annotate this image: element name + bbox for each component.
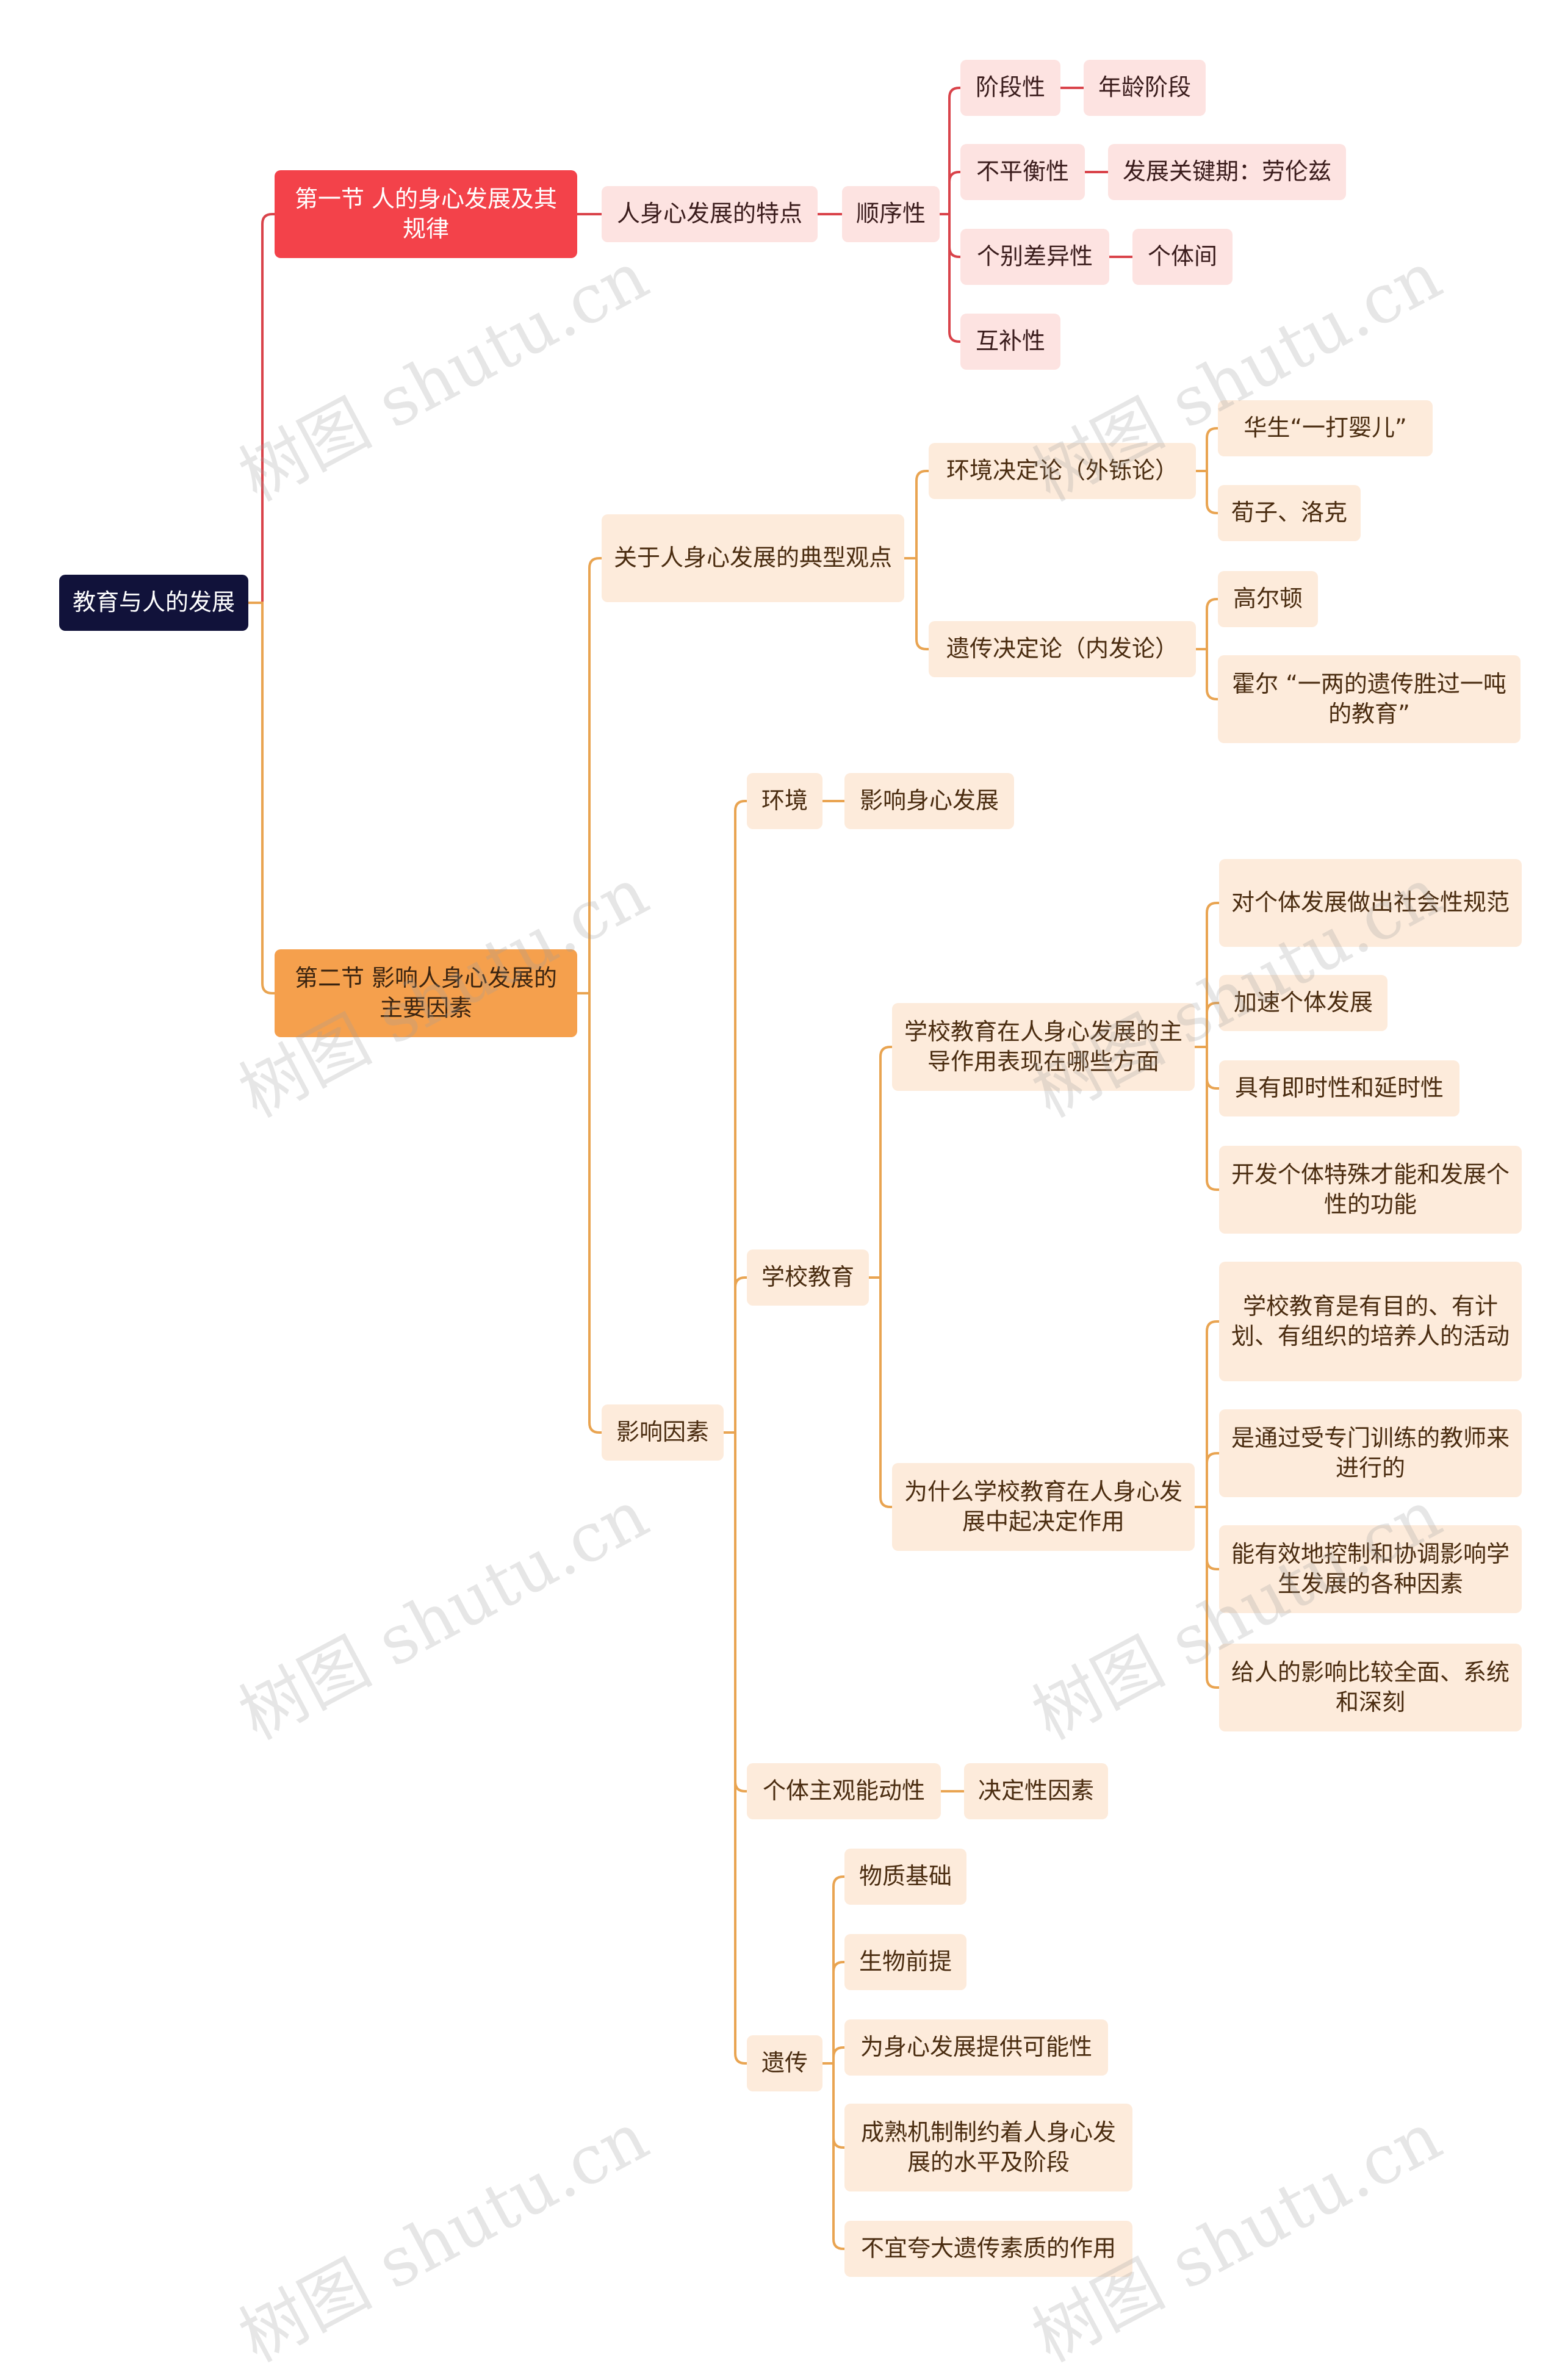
connector [1196,598,1218,650]
connector [940,213,960,343]
connector [940,171,960,215]
why-item-1[interactable]: 学校教育是有目的、有计划、有组织的培养人的活动 [1219,1262,1522,1381]
connector [940,87,960,215]
subjective-agency-node[interactable]: 个体主观能动性 [747,1763,941,1819]
connector [577,992,602,1434]
connector [724,800,747,1434]
agency-note-node[interactable]: 决定性因素 [964,1763,1108,1819]
imbalance-node[interactable]: 不平衡性 [960,144,1085,200]
features-node[interactable]: 人身心发展的特点 [602,186,818,242]
connector [869,1276,892,1508]
individual-diff-node[interactable]: 个别差异性 [960,229,1109,285]
why-item-2[interactable]: 是通过受专门训练的教师来进行的 [1219,1409,1522,1497]
heredity-item-5[interactable]: 不宜夸大遗传素质的作用 [844,2221,1132,2277]
why-item-3[interactable]: 能有效地控制和协调影响学生发展的各种因素 [1219,1525,1522,1613]
order-node[interactable]: 顺序性 [842,186,940,242]
connector [822,2046,844,2065]
lead-item-3[interactable]: 具有即时性和延时性 [1219,1060,1459,1116]
heredity-determinism-node[interactable]: 遗传决定论（内发论） [929,621,1196,677]
lead-item-4[interactable]: 开发个体特殊才能和发展个性的功能 [1219,1146,1522,1234]
environment-node[interactable]: 环境 [747,773,822,829]
school-education-node[interactable]: 学校教育 [747,1249,869,1306]
section-1-node[interactable]: 第一节 人的身心发展及其规律 [275,170,577,258]
watson-node[interactable]: 华生“一打婴儿” [1218,400,1433,456]
lead-item-2[interactable]: 加速个体发展 [1219,975,1387,1031]
connector [724,1276,747,1434]
connector [869,1046,892,1279]
connector [822,1875,844,2065]
connector [248,602,275,994]
connector [822,1961,844,2065]
root-node[interactable]: 教育与人的发展 [59,575,248,631]
connector [577,557,602,994]
galton-node[interactable]: 高尔顿 [1218,571,1318,627]
connector [904,470,929,559]
heredity-node[interactable]: 遗传 [747,2035,822,2091]
connector [1195,1320,1219,1508]
heredity-item-3[interactable]: 为身心发展提供可能性 [844,2019,1108,2076]
xunzi-locke-node[interactable]: 荀子、洛克 [1218,485,1361,541]
why-item-4[interactable]: 给人的影响比较全面、系统和深刻 [1219,1644,1522,1731]
section-2-node[interactable]: 第二节 影响人身心发展的主要因素 [275,949,577,1037]
connector [1195,1002,1219,1048]
connector [1195,1452,1219,1508]
heredity-item-2[interactable]: 生物前提 [844,1934,966,1990]
individual-diff-note-node[interactable]: 个体间 [1132,229,1233,285]
connector [248,213,275,604]
lead-item-1[interactable]: 对个体发展做出社会性规范 [1219,859,1522,947]
connector [1195,1046,1219,1191]
connector [1196,648,1218,700]
connector [1195,902,1219,1048]
heredity-item-4[interactable]: 成熟机制制约着人身心发展的水平及阶段 [844,2104,1132,2191]
environment-determinism-node[interactable]: 环境决定论（外铄论） [929,443,1196,499]
connector-lines [248,87,1219,2250]
decisive-role-node[interactable]: 为什么学校教育在人身心发展中起决定作用 [892,1463,1195,1551]
hall-node[interactable]: 霍尔 “一两的遗传胜过一吨的教育” [1218,655,1521,743]
imbalance-note-node[interactable]: 发展关键期：劳伦兹 [1108,144,1346,200]
leading-role-node[interactable]: 学校教育在人身心发展的主导作用表现在哪些方面 [892,1003,1195,1091]
environment-note-node[interactable]: 影响身心发展 [844,773,1014,829]
connector [822,2062,844,2250]
connector [1195,1506,1219,1689]
connector [724,1431,747,2065]
connector [1196,427,1218,472]
connector [904,557,929,650]
complement-node[interactable]: 互补性 [960,314,1060,370]
stage-node[interactable]: 阶段性 [960,60,1060,116]
stage-note-node[interactable]: 年龄阶段 [1084,60,1206,116]
typical-views-node[interactable]: 关于人身心发展的典型观点 [602,514,904,602]
factors-node[interactable]: 影响因素 [602,1404,724,1461]
heredity-item-1[interactable]: 物质基础 [844,1849,966,1905]
connector [1196,470,1218,514]
